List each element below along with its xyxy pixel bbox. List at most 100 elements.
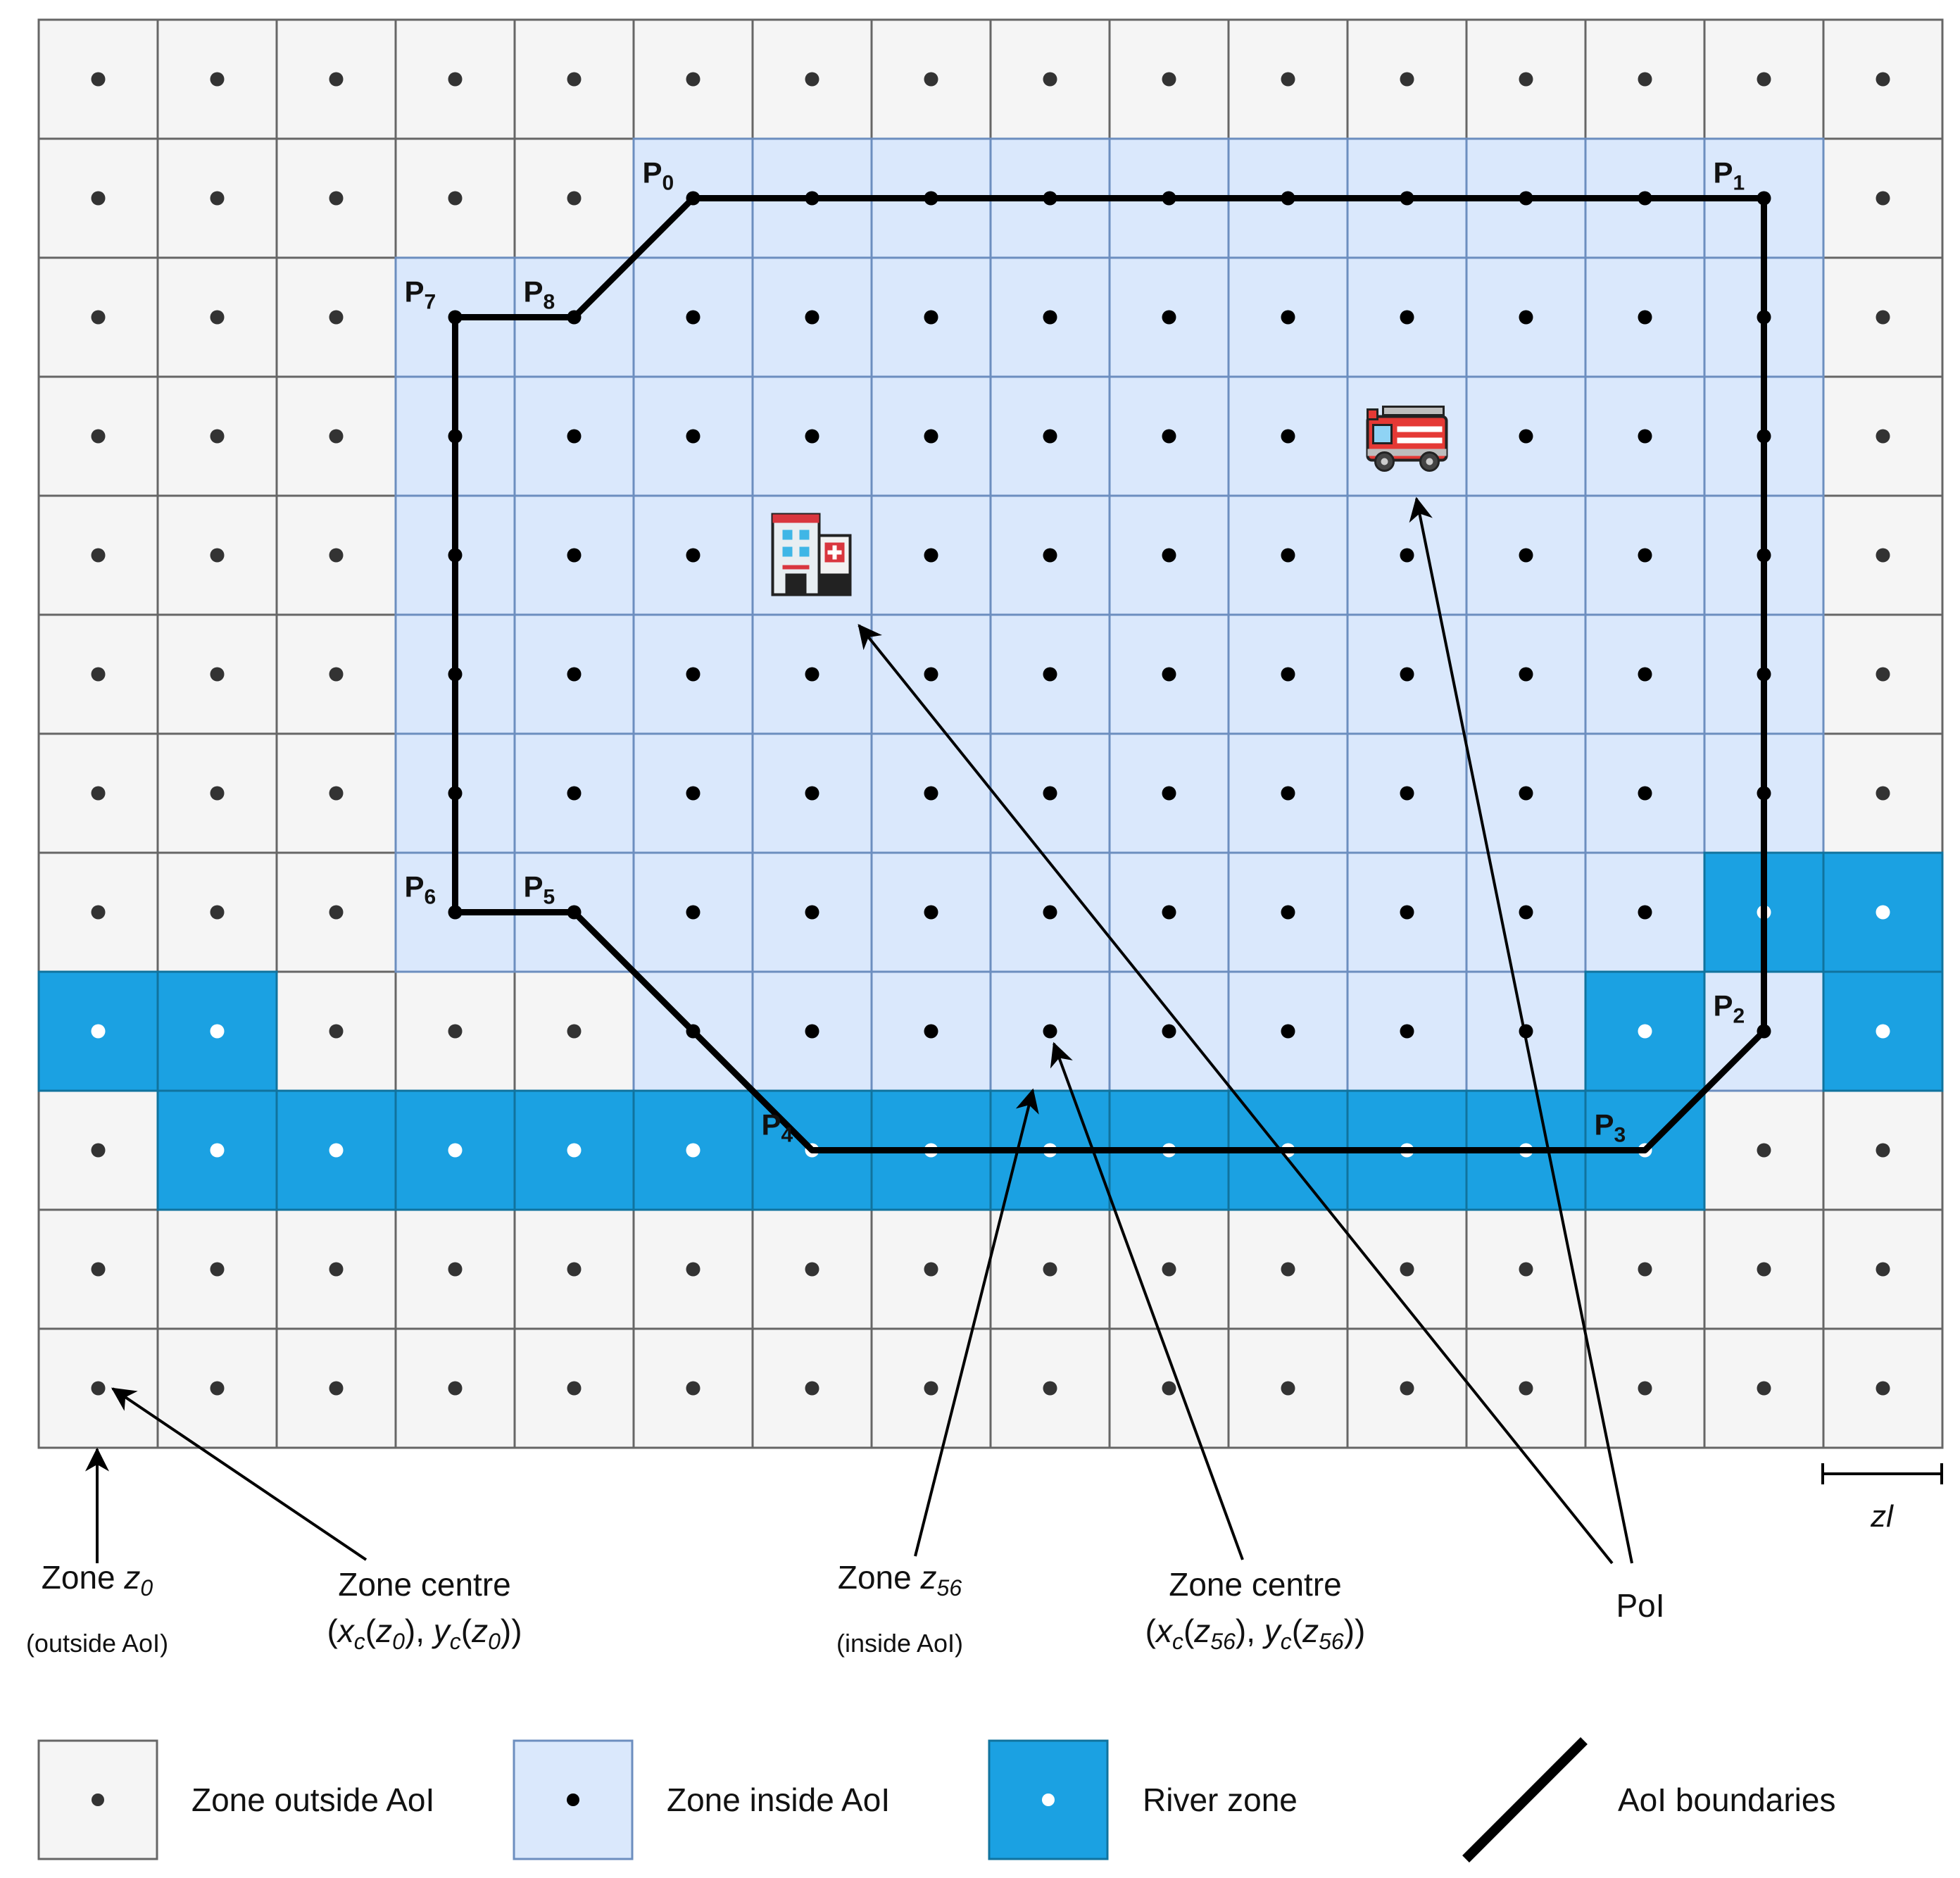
vertex-label-p7: P7: [405, 275, 436, 314]
zone-centre-dot: [805, 1262, 819, 1277]
poi-icons: [771, 406, 1448, 596]
zone-centre-dot: [1757, 1262, 1771, 1277]
zone-centre-dot: [1162, 667, 1176, 682]
annotation-arrows: [85, 496, 1633, 1565]
zone-centre-dot: [1757, 1381, 1771, 1396]
zone-centre-dot: [924, 548, 938, 563]
zone-z56-note: (inside AoI): [836, 1629, 963, 1658]
zone-centre-dot: [567, 191, 582, 206]
vertex-label-p4: P4: [762, 1108, 793, 1147]
zone-centre-dot: [805, 429, 819, 444]
zone-centre-dot: [1519, 310, 1533, 325]
zone-centre-dot: [805, 72, 819, 87]
zone-centre-dot: [1876, 1262, 1890, 1277]
zone-centre-dot: [1876, 72, 1890, 87]
zone-centre-dot: [1876, 667, 1890, 682]
legend-boundary: AoI boundaries: [1462, 1737, 1835, 1863]
zone-centre-dot: [1519, 1381, 1533, 1396]
zone-centre-dot: [1638, 310, 1652, 325]
zone-centre-dot: [448, 1143, 463, 1158]
zone-centre-dot: [329, 1262, 344, 1277]
zone-centre-dot: [1162, 429, 1176, 444]
zone-centre-dot: [210, 72, 225, 87]
zone-centre-dot: [91, 429, 106, 444]
zone-centre-dot: [1043, 786, 1057, 801]
zone-centre-dot: [1400, 72, 1414, 87]
zone-centre-dot: [1876, 429, 1890, 444]
zone-centre-dot: [1162, 786, 1176, 801]
zone-centre-dot: [686, 1262, 701, 1277]
zone-centre-dot: [1876, 548, 1890, 563]
zone-centre-dot: [567, 667, 582, 682]
zone-centre-dot: [210, 310, 225, 325]
aoi-boundary-line: [452, 195, 1767, 1153]
zone-centre-dot: [448, 191, 463, 206]
zone-centre-dot: [1876, 786, 1890, 801]
zone-centre-dot: [567, 548, 582, 563]
arrow-zone-centre-z56: [1050, 1041, 1244, 1560]
legend-outside-label: Zone outside AoI: [191, 1782, 434, 1818]
zone-cell-inside: [1465, 851, 1587, 973]
zone-centre-dot: [805, 667, 819, 682]
zone-centre-dot: [210, 1262, 225, 1277]
zone-centre-dot: [805, 786, 819, 801]
zone-centre-dot: [1757, 1143, 1771, 1158]
zone-centre-z0-formula: (xc(z0), yc(z0)): [327, 1613, 522, 1654]
zone-centre-dot: [91, 1262, 106, 1277]
zone-length-scale: [1821, 1463, 1943, 1484]
zone-centre-dot: [1043, 1024, 1057, 1039]
zone-centre-dot: [567, 1143, 582, 1158]
zone-centre-dot: [1519, 786, 1533, 801]
zone-centre-dot: [329, 191, 344, 206]
zone-centre-z56-formula: (xc(z56), yc(z56)): [1145, 1613, 1366, 1654]
zone-centre-dot: [91, 667, 106, 682]
zone-centre-dot: [686, 429, 701, 444]
zone-centre-dot: [567, 1024, 582, 1039]
zone-centre-dot: [805, 1024, 819, 1039]
annotation-texts: Zone z0 (outside AoI) Zone centre (xc(z0…: [26, 1559, 1665, 1658]
zone-centre-dot: [91, 310, 106, 325]
zone-centre-dot: [686, 310, 701, 325]
legend-inside: Zone inside AoI: [513, 1739, 890, 1860]
zone-centre-dot: [1400, 1024, 1414, 1039]
zone-cell-outside: [870, 18, 992, 140]
zone-centre-dot: [1281, 310, 1295, 325]
zone-centre-dot: [448, 1024, 463, 1039]
zone-grid: [37, 18, 1944, 1449]
zone-centre-z56-title: Zone centre: [1169, 1566, 1341, 1603]
zone-centre-dot: [210, 429, 225, 444]
zone-centre-dot: [1876, 1381, 1890, 1396]
zone-centre-dot: [686, 548, 701, 563]
legend-outside: Zone outside AoI: [37, 1739, 434, 1860]
zone-centre-dot: [1638, 786, 1652, 801]
zone-centre-dot: [1400, 310, 1414, 325]
zone-centre-dot: [91, 1381, 106, 1396]
zone-centre-dot: [1043, 310, 1057, 325]
vertex-label-p1: P1: [1714, 156, 1745, 195]
zone-centre-dot: [924, 667, 938, 682]
zone-z0-label: Zone z0: [42, 1559, 153, 1601]
zone-centre-dot: [1281, 667, 1295, 682]
zone-centre-dot: [1638, 429, 1652, 444]
zone-centre-dot: [91, 548, 106, 563]
zone-centre-dot: [1162, 72, 1176, 87]
zone-centre-dot: [1043, 667, 1057, 682]
zone-centre-dot: [1043, 1262, 1057, 1277]
zone-centre-dot: [686, 72, 701, 87]
vertex-label-p8: P8: [524, 275, 555, 314]
zone-centre-dot: [1400, 905, 1414, 920]
zone-cell-inside: [1465, 732, 1587, 854]
zone-centre-dot: [448, 1262, 463, 1277]
zone-centre-dot: [1281, 429, 1295, 444]
zone-centre-dot: [1519, 1262, 1533, 1277]
zone-centre-dot: [1281, 1024, 1295, 1039]
arrow-zone-z56: [914, 1088, 1039, 1557]
zone-centre-dot: [1519, 548, 1533, 563]
zone-centre-dot: [329, 1143, 344, 1158]
zone-centre-dot: [805, 310, 819, 325]
zone-centre-dot: [686, 1381, 701, 1396]
zone-centre-dot: [1281, 548, 1295, 563]
vertex-label-p0: P0: [643, 156, 674, 195]
zone-centre-dot: [1638, 667, 1652, 682]
fire-truck-icon: [1366, 406, 1448, 472]
